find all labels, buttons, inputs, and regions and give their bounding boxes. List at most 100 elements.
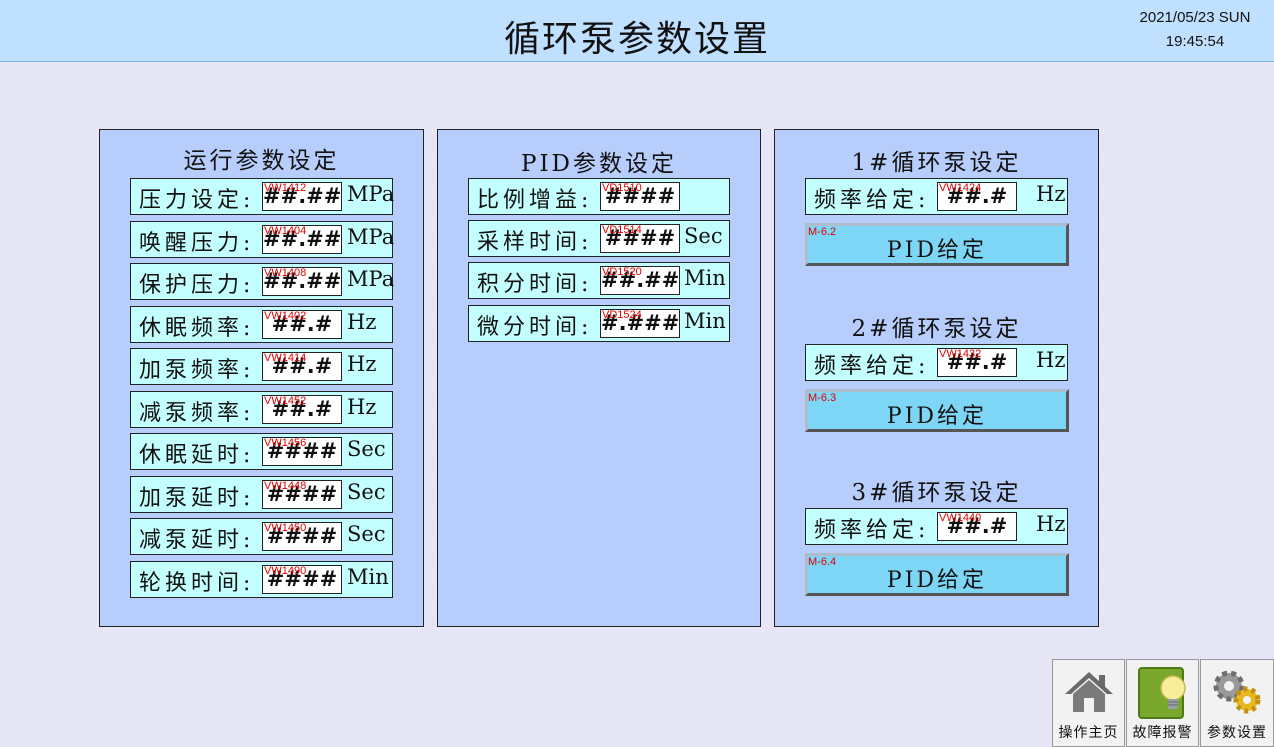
var-tag: VW1440 (939, 512, 982, 524)
param-label: 唤醒压力: (139, 231, 255, 256)
param-unit: Hz (1036, 182, 1066, 206)
param-unit: MPa (347, 267, 395, 291)
pump-2-frequency-row: 频率给定: VW1432##.# Hz (805, 344, 1068, 381)
param-value: ##.# (271, 397, 333, 421)
param-unit: Sec (684, 224, 723, 248)
param-row-pressure-setpoint: 压力设定: VW1412##.## MPa (130, 178, 395, 215)
param-unit: Hz (1036, 512, 1066, 536)
param-row-integral-time: 积分时间: VD1520##.## Min (468, 262, 730, 299)
param-input[interactable]: VD1520##.## (600, 266, 680, 295)
pump-2-title: 2#循环泵设定 (851, 316, 1022, 342)
var-tag: VW1412 (264, 182, 307, 194)
param-row-add-pump-frequency: 加泵频率: VW1414##.# Hz (130, 348, 393, 385)
param-label: 减泵频率: (139, 401, 255, 426)
param-label: 减泵延时: (139, 528, 255, 553)
nav-alarm-button[interactable]: 故障报警 (1126, 659, 1199, 747)
param-label: 微分时间: (477, 315, 593, 340)
pump-settings-panel: 1#循环泵设定 频率给定: VW1424##.# Hz M-6.2 PID给定 … (774, 129, 1099, 627)
param-value: ##.## (263, 269, 342, 293)
param-unit: Sec (347, 522, 386, 546)
param-unit: Min (347, 565, 389, 589)
param-value: ##.# (271, 354, 333, 378)
nav-settings-button[interactable]: 参数设置 (1200, 659, 1274, 747)
param-unit: Min (684, 309, 726, 333)
var-tag: M-6.3 (808, 392, 837, 404)
param-label: 加泵频率: (139, 358, 255, 383)
param-input[interactable]: VW1450#### (262, 522, 342, 551)
var-tag: VW1432 (939, 348, 982, 360)
param-unit: Min (684, 266, 726, 290)
param-value: ##.## (601, 268, 680, 292)
var-tag: VW1404 (264, 225, 307, 237)
pump-3-title: 3#循环泵设定 (851, 480, 1022, 506)
pump-2-pid-button[interactable]: M-6.3 PID给定 (805, 389, 1069, 432)
var-tag: M-6.4 (808, 556, 837, 568)
param-value: ##.# (271, 312, 333, 336)
param-label: 频率给定: (814, 518, 930, 543)
panel-title: PID参数设定 (520, 151, 677, 177)
param-unit: Sec (347, 437, 386, 461)
param-label: 休眠频率: (139, 316, 255, 341)
param-unit: MPa (347, 182, 395, 206)
nav-home-button[interactable]: 操作主页 (1052, 659, 1125, 747)
param-value: #.### (601, 311, 680, 335)
param-unit: Hz (347, 352, 377, 376)
param-unit: Hz (1036, 348, 1066, 372)
var-tag: VD1514 (602, 224, 642, 236)
param-label: 频率给定: (814, 188, 930, 213)
param-label: 加泵延时: (139, 486, 255, 511)
param-value: ##.# (946, 514, 1008, 538)
param-input[interactable]: VW1404##.## (262, 225, 342, 254)
param-input[interactable]: VW1448#### (262, 480, 342, 509)
param-input[interactable]: VW1414##.# (262, 352, 342, 381)
param-input[interactable]: VW1412##.## (262, 182, 342, 211)
var-tag: VW1424 (939, 182, 982, 194)
param-input[interactable]: VW1424##.# (937, 182, 1017, 211)
nav-home-label: 操作主页 (1058, 725, 1119, 741)
lightbulb-icon (1138, 667, 1186, 719)
param-row-rotation-time: 轮换时间: VW1490#### Min (130, 561, 393, 598)
param-input[interactable]: VW1452##.# (262, 395, 342, 424)
param-row-derivative-time: 微分时间: VD1524#.### Min (468, 305, 730, 342)
param-input[interactable]: VD1514#### (600, 224, 680, 253)
var-tag: VW1456 (264, 437, 307, 449)
header-bar: 循环泵参数设置 2021/05/23 SUN 19:45:54 (0, 0, 1274, 62)
var-tag: M-6.2 (808, 226, 837, 238)
param-label: 压力设定: (139, 188, 255, 213)
pump-3-pid-button[interactable]: M-6.4 PID给定 (805, 553, 1069, 596)
param-input[interactable]: VW1490#### (262, 565, 342, 594)
clock: 2021/05/23 SUN 19:45:54 (1125, 6, 1265, 54)
param-input[interactable]: VD1524#.### (600, 309, 680, 338)
param-value: ##.# (946, 184, 1008, 208)
param-label: 休眠延时: (139, 443, 255, 468)
param-value: ##.## (263, 227, 342, 251)
param-value: #### (604, 184, 676, 208)
param-unit: MPa (347, 225, 395, 249)
pid-params-panel: PID参数设定 比例增益: VD1510#### 采样时间: VD1514###… (437, 129, 761, 627)
param-row-reduce-pump-frequency: 减泵频率: VW1452##.# Hz (130, 391, 393, 428)
param-input[interactable]: VW1440##.# (937, 512, 1017, 541)
run-params-panel: 运行参数设定 压力设定: VW1412##.## MPa 唤醒压力: VW140… (99, 129, 424, 627)
param-value: #### (266, 439, 338, 463)
nav-alarm-label: 故障报警 (1132, 725, 1193, 741)
page-title: 循环泵参数设置 (503, 19, 770, 60)
var-tag: VW1448 (264, 480, 307, 492)
param-row-sleep-frequency: 休眠频率: VW1402##.# Hz (130, 306, 393, 343)
param-input[interactable]: VW1402##.# (262, 310, 342, 339)
param-value: ##.# (946, 350, 1008, 374)
param-value: #### (604, 226, 676, 250)
pump-1-pid-button[interactable]: M-6.2 PID给定 (805, 223, 1069, 266)
param-input[interactable]: VW1408##.## (262, 267, 342, 296)
param-label: 比例增益: (477, 188, 593, 213)
var-tag: VW1408 (264, 267, 307, 279)
param-input[interactable]: VW1432##.# (937, 348, 1017, 377)
param-label: 采样时间: (477, 230, 593, 255)
var-tag: VW1452 (264, 395, 307, 407)
param-unit: Hz (347, 395, 377, 419)
button-label: PID给定 (886, 404, 988, 429)
param-row-wake-pressure: 唤醒压力: VW1404##.## MPa (130, 221, 395, 258)
param-input[interactable]: VW1456#### (262, 437, 342, 466)
param-value: #### (266, 524, 338, 548)
param-input[interactable]: VD1510#### (600, 182, 680, 211)
param-unit: Hz (347, 310, 377, 334)
